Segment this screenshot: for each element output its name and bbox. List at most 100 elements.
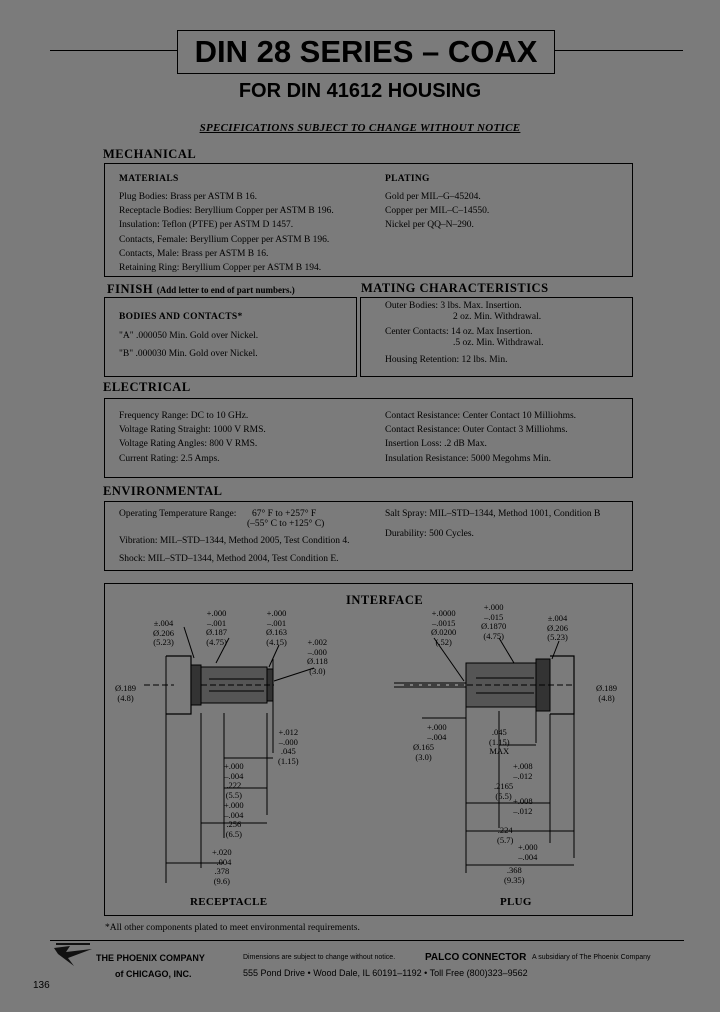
materials-heading: MATERIALS — [119, 174, 179, 184]
plug-dim-368: .368 (9.35) — [504, 865, 525, 885]
plug-drawing — [394, 637, 575, 873]
receptacle-dim-163: +.000 –.001 Ø.163 (4.15) — [266, 608, 288, 647]
dim-tol: +.000 — [266, 608, 287, 618]
dim-metric: (3.0) — [309, 665, 326, 676]
dim-metric: (4.15) — [266, 636, 287, 647]
temp-celsius: (–55° C to +125° C) — [247, 519, 325, 529]
plug-dim-2165-tol: +.008 –.012 — [513, 761, 533, 781]
receptacle-label: RECEPTACLE — [190, 896, 268, 908]
interface-box — [104, 583, 633, 916]
temp-label: Operating Temperature Range: — [119, 509, 237, 519]
dim-value: .045 — [280, 746, 296, 756]
dim-tol: –.0015 — [431, 617, 456, 628]
dim-value: Ø.163 — [266, 627, 288, 637]
materials-item: Insulation: Teflon (PTFE) per ASTM D 145… — [119, 220, 294, 231]
plug-dim-224-tol: +.008 –.012 — [513, 796, 533, 816]
dim-tol: +.000 — [206, 608, 227, 618]
palco-connector: PALCO CONNECTOR — [425, 952, 527, 963]
dim-tol: +.008 — [513, 761, 533, 771]
electrical-right: Contact Resistance: Center Contact 10 Mi… — [385, 409, 576, 466]
mating-line: Housing Retention: 12 lbs. Min. — [385, 355, 508, 365]
receptacle-dim-118: +.002 –.000 Ø.118 (3.0) — [307, 637, 328, 676]
mating-line: .5 oz. Min. Withdrawal. — [453, 338, 544, 348]
dim-metric: (.52) — [435, 636, 452, 647]
temp-fahrenheit: 67° F to +257° F — [252, 509, 317, 519]
plug-dim-165: Ø.165 (3.0) — [413, 742, 435, 762]
environmental-heading: ENVIRONMENTAL — [103, 484, 223, 498]
page-subtitle: FOR DIN 41612 HOUSING — [238, 80, 482, 102]
bodies-contacts-heading: BODIES AND CONTACTS* — [119, 312, 243, 322]
dim-tol: –.000 — [307, 646, 327, 657]
mating-line: Center Contacts: 14 oz. Max Insertion. — [385, 327, 533, 337]
receptacle-dim-378: +.020 –.004 .378 (9.6) — [212, 847, 232, 886]
electrical-item: Voltage Rating Angles: 800 V RMS. — [119, 439, 258, 450]
finish-note: (Add letter to end of part numbers.) — [156, 285, 295, 295]
dim-value: .045 — [491, 727, 507, 737]
dim-value: Ø.206 — [547, 622, 569, 633]
plug-dim-368-tol: +.000 –.004 — [518, 842, 538, 862]
receptacle-dim-222: +.000 –.004 .222 (5.5) — [224, 761, 244, 800]
plug-dim-189: Ø.189 (4.8) — [596, 683, 618, 703]
change-notice: SPECIFICATIONS SUBJECT TO CHANGE WITHOUT… — [199, 122, 521, 134]
interface-heading: INTERFACE — [346, 593, 424, 607]
plating-item: Nickel per QQ–N–290. — [385, 220, 474, 231]
plug-dim-224: .224 (5.7) — [497, 825, 513, 845]
receptacle-dim-187: +.000 –.001 Ø.187 (4.75) — [206, 608, 227, 647]
dim-value: Ø.189 — [115, 683, 137, 693]
dim-value: Ø.206 — [153, 627, 175, 638]
dim-tol: +.000 — [224, 761, 244, 771]
environmental-box — [104, 501, 633, 571]
plug-dim-045: .045 (1.15) MAX — [489, 727, 510, 757]
dim-value: Ø.118 — [307, 656, 328, 666]
dim-tol: –.004 — [518, 851, 538, 862]
phoenix-logo-icon — [54, 943, 92, 966]
plug-dim-0200: +.0000 –.0015 Ø.0200 (.52) — [431, 608, 457, 647]
dim-tol: +.0000 — [431, 608, 456, 618]
plating-item: Copper per MIL–C–14550. — [385, 206, 490, 217]
dim-metric: (4.8) — [598, 692, 615, 703]
materials-item: Plug Bodies: Brass per ASTM B 16. — [119, 192, 258, 202]
dim-metric: (1.15) — [489, 736, 510, 747]
dim-tol: +.002 — [307, 637, 328, 647]
plating-item: Gold per MIL–G–45204. — [385, 192, 481, 202]
finish-item-a: "A" .000050 Min. Gold over Nickel. — [119, 331, 259, 341]
materials-item: Contacts, Male: Brass per ASTM B 16. — [119, 248, 269, 259]
title-rule-left — [50, 50, 177, 51]
dim-value: .368 — [506, 865, 522, 875]
dim-metric: (5.5) — [225, 789, 242, 800]
dim-tol: +.000 — [483, 602, 504, 612]
dim-max: MAX — [489, 746, 510, 756]
page-title: DIN 28 SERIES – COAX — [177, 30, 555, 74]
dim-metric: (5.5) — [495, 790, 512, 801]
electrical-item: Current Rating: 2.5 Amps. — [119, 453, 220, 464]
dim-value: Ø.1870 — [481, 621, 507, 631]
receptacle-dim-045: +.012 –.000 .045 (1.15) — [278, 727, 299, 766]
electrical-heading: ELECTRICAL — [103, 380, 191, 394]
electrical-item: Voltage Rating Straight: 1000 V RMS. — [119, 425, 266, 436]
dim-value: Ø.189 — [596, 683, 618, 693]
dim-tol: +.020 — [212, 847, 232, 857]
materials-item: Contacts, Female: Beryllium Copper per A… — [119, 234, 330, 245]
footnote: *All other components plated to meet env… — [105, 923, 360, 933]
plating-heading: PLATING — [385, 174, 430, 184]
dim-tol: –.004 — [212, 856, 232, 867]
plug-label: PLUG — [500, 896, 532, 908]
finish-item-b: "B" .000030 Min. Gold over Nickel. — [119, 349, 258, 359]
dimensions-disclaimer: Dimensions are subject to change without… — [243, 954, 396, 961]
dim-value: Ø.0200 — [431, 627, 457, 637]
company-location: of CHICAGO, INC. — [115, 969, 192, 979]
interface-drawing — [144, 626, 575, 883]
salt-spray-spec: Salt Spray: MIL–STD–1344, Method 1001, C… — [385, 509, 601, 519]
plug-dim-1870: +.000 –.015 Ø.1870 (4.75) — [481, 602, 507, 641]
dim-metric: (3.0) — [415, 751, 432, 762]
electrical-box — [104, 398, 633, 478]
dim-value: .378 — [214, 866, 230, 876]
company-name: THE PHOENIX COMPANY — [96, 953, 205, 963]
dim-tol: +.012 — [278, 727, 299, 737]
dim-value: Ø.165 — [413, 742, 435, 752]
dim-metric: (4.75) — [483, 630, 504, 641]
dim-tol: –.001 — [206, 617, 227, 628]
footer-rule — [50, 940, 684, 941]
finish-heading: FINISH (Add letter to end of part number… — [107, 282, 295, 297]
mechanical-heading: MECHANICAL — [103, 147, 197, 161]
